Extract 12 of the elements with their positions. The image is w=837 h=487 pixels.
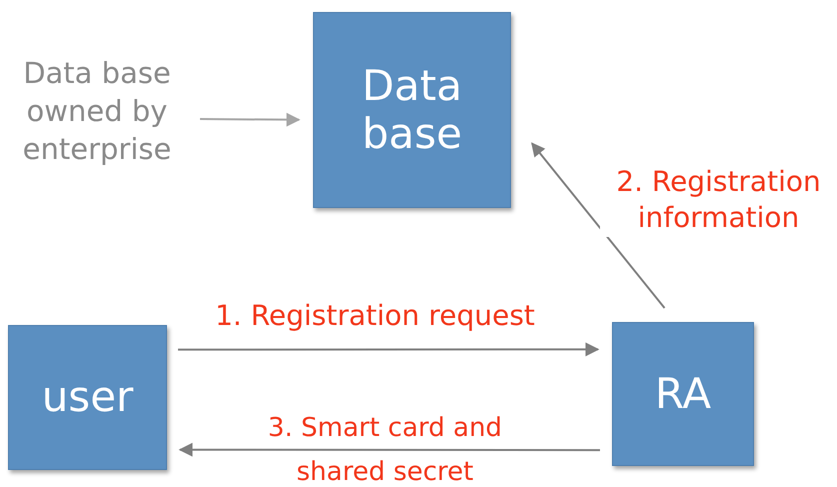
box-label: user	[42, 373, 134, 422]
caption-text: Data base owned by enterprise	[22, 55, 172, 168]
arrow	[531, 142, 666, 309]
arrow	[178, 342, 600, 356]
database-box	[313, 12, 511, 208]
box-label: Data base	[360, 62, 464, 158]
arrow	[178, 442, 600, 457]
box-label: RA	[654, 370, 712, 418]
edge-label: 3. Smart card and shared secret	[266, 412, 504, 487]
user-box	[8, 325, 167, 470]
arrow	[200, 112, 300, 127]
ra-box	[612, 322, 754, 466]
